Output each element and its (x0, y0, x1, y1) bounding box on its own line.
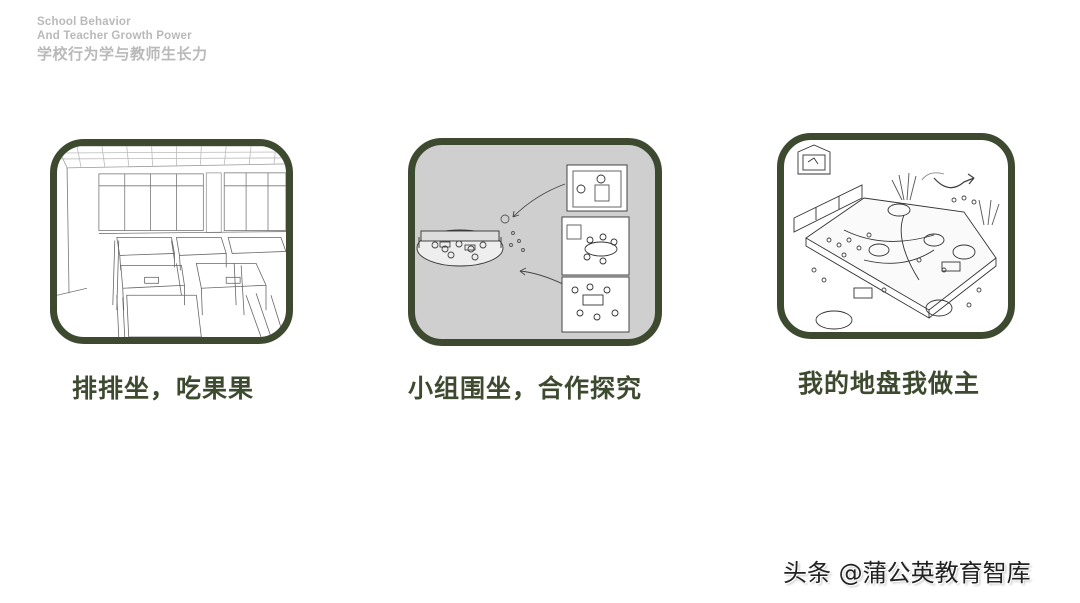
watermark-text: 头条 @蒲公英教育智库 (783, 559, 1031, 587)
brand-header: School Behavior And Teacher Growth Power… (37, 15, 208, 64)
brand-title-en-1: School Behavior (37, 16, 131, 28)
brand-title-en-2: And Teacher Growth Power (37, 30, 192, 42)
brand-title-cn: 学校行为学与教师生长力 (37, 45, 208, 63)
panel-group-seating-image (408, 138, 662, 346)
panel-open-learning-space-image (777, 133, 1015, 339)
group-seating-illustration (416, 164, 630, 333)
open-space-illustration (793, 144, 1000, 330)
panel-classroom-rows-image (50, 139, 293, 344)
panel-caption-rows: 排排坐，吃果果 (72, 374, 255, 403)
panel-caption-open-space: 我的地盘我做主 (798, 369, 981, 398)
classroom-rows-illustration (57, 146, 286, 337)
panel-caption-group: 小组围坐，合作探究 (408, 374, 643, 403)
